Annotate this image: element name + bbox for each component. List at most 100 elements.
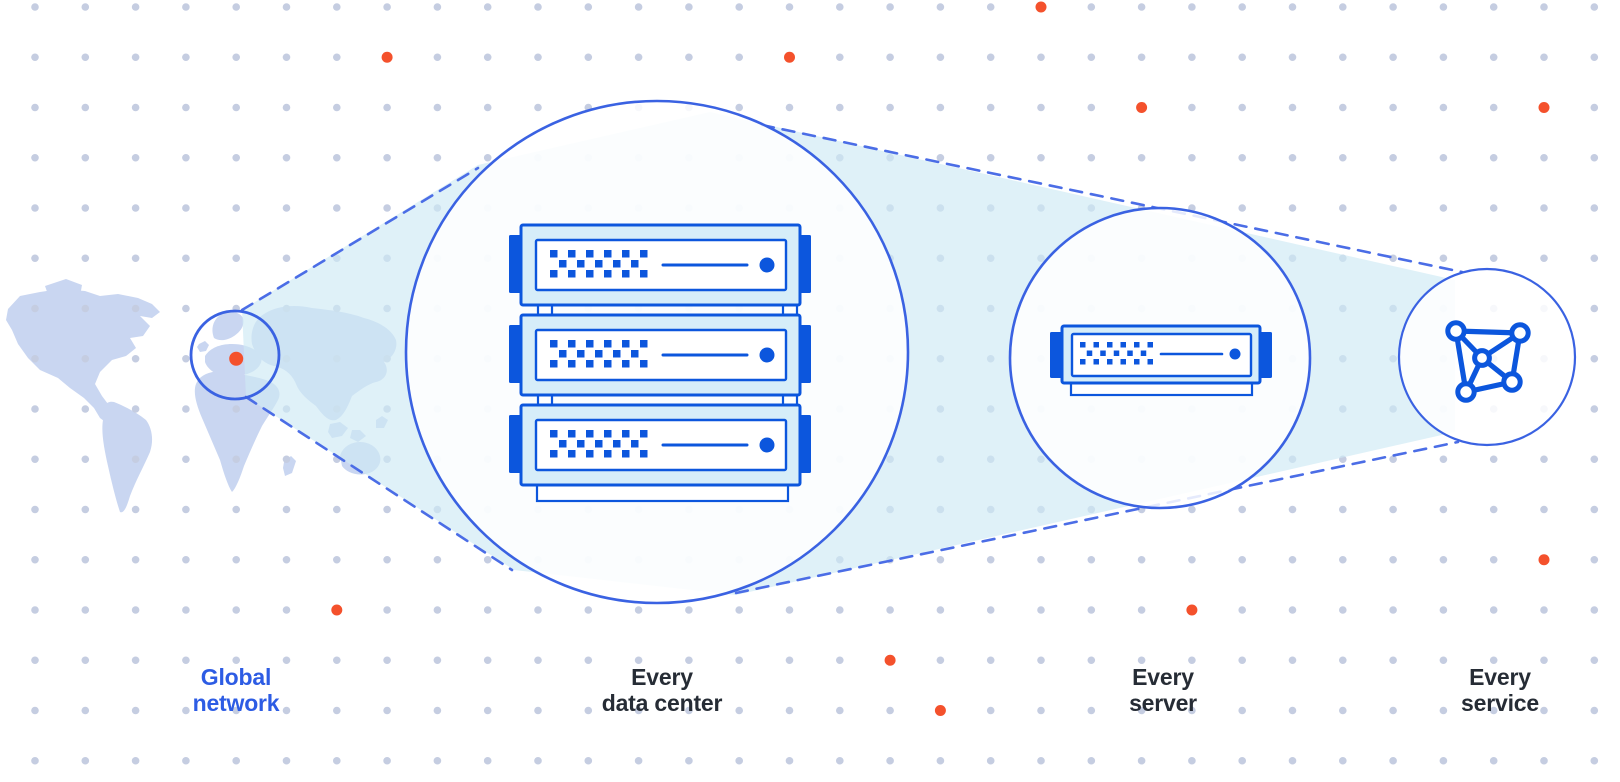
matrix-dot [622,340,630,348]
matrix-dot [631,350,639,358]
grid-dot [232,555,240,564]
grid-dot [1389,706,1397,715]
matrix-dot [568,430,576,438]
grid-dot [1389,204,1397,212]
matrix-dot [604,430,612,438]
grid-dot [433,606,442,614]
grid-dot [483,153,492,162]
grid-dot [936,606,945,614]
map-south-america [102,401,153,513]
grid-dot [182,405,190,413]
grid-dot [31,53,39,62]
matrix-dot [1134,359,1140,365]
matrix-dot [604,340,612,348]
matrix-dot [631,440,639,448]
grid-dot [1590,53,1599,62]
grid-dot [1137,656,1146,665]
server-side-tab [509,415,522,473]
zoom-beam-dashed-edges [240,123,1464,595]
matrix-dot [1080,359,1086,365]
grid-dot [1288,505,1297,514]
server-faceplate [534,418,788,472]
matrix-dot [1147,359,1153,365]
matrix-dot [1127,350,1133,356]
grid-dot [1188,706,1196,715]
grid-dot [1590,103,1599,112]
grid-dot [1439,555,1448,564]
matrix-dot [1147,342,1153,348]
grid-dot [1238,204,1246,212]
matrix-dot [577,260,585,268]
grid-dot [1339,53,1347,62]
rack-unit [509,403,811,487]
grid-dot [182,505,190,514]
grid-dot [1087,706,1096,715]
grid-dot [986,153,995,162]
grid-dot [1590,706,1599,715]
grid-dot [1590,756,1599,765]
grid-dot [735,706,743,715]
matrix-dot [1080,342,1086,348]
grid-dot [483,756,492,765]
grid-dot [584,656,593,665]
grid-dot [1188,53,1196,62]
grid-dot [1188,656,1196,665]
grid-dot [182,103,190,112]
network-mesh-icon [1445,320,1531,403]
grid-dot [1238,3,1246,11]
grid-dot [81,204,90,212]
grid-dot [383,3,391,11]
grid-dot [1339,3,1347,11]
grid-dot [182,555,190,564]
grid-dot [785,3,794,11]
matrix-dot [550,340,558,348]
grid-dot [383,103,391,112]
grid-dot [634,3,643,11]
grid-dot [1188,103,1196,112]
grid-dot [534,53,542,62]
grid-dot [333,153,341,162]
grid-dot [81,756,90,765]
grid-dot [383,656,391,665]
grid-dot [383,153,391,162]
grid-dot [584,606,593,614]
grid-dot [182,756,190,765]
grid-dot [433,756,442,765]
grid-dot [433,555,442,564]
matrix-dot [613,350,621,358]
matrix-dot [640,250,648,258]
grid-dot [31,505,39,514]
grid-dot [1540,204,1548,212]
grid-dot [232,505,240,514]
grid-dot [81,505,90,514]
grid-dot [1137,555,1146,564]
grid-dot [1288,3,1297,11]
grid-dot [383,606,391,614]
matrix-dot [559,440,567,448]
label-every-data-center: Every data center [601,664,723,716]
grid-dot [232,103,240,112]
grid-dot [282,656,291,665]
grid-dot [886,756,894,765]
grid-dot [1288,706,1297,715]
grid-dot [1137,706,1146,715]
grid-dot [31,304,39,313]
grid-dot [1238,103,1246,112]
orange-dot [934,705,946,716]
orange-dot [884,654,896,666]
grid-dot [1288,756,1297,765]
grid-dot [182,354,190,363]
grid-dot [333,103,341,112]
mesh-node [1445,320,1467,342]
grid-dot [1188,756,1196,765]
grid-dot [81,53,90,62]
mesh-node [1509,322,1531,344]
grid-dot [1339,606,1347,614]
grid-dot [31,756,39,765]
grid-dot [1540,455,1548,464]
grid-dot [483,53,492,62]
grid-dot [1037,153,1045,162]
grid-dot [1439,204,1448,212]
matrix-dot [586,450,594,458]
grid-dot [1339,706,1347,715]
